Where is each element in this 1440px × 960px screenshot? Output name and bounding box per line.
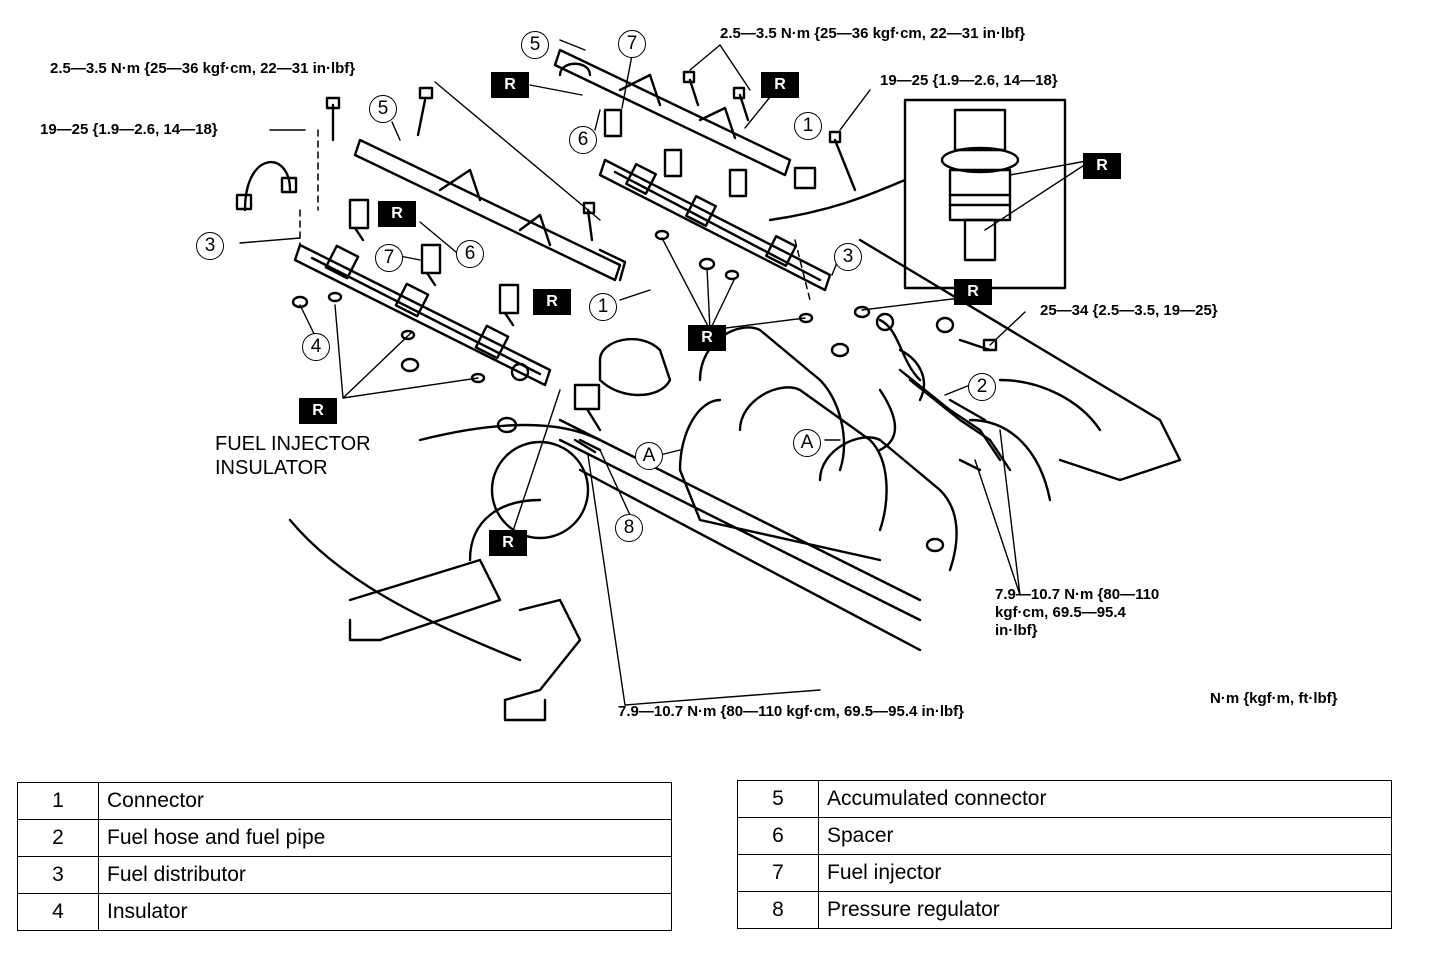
callout-3-left: 3 [196,232,224,260]
callout-7-right: 7 [618,30,646,58]
intake-manifold [678,238,1182,572]
connector-mark-a-left: A [635,442,663,470]
replace-marker: R [688,325,726,351]
replace-marker: R [533,289,571,315]
legend-part-name: Connector [98,782,672,820]
callout-6-right: 6 [569,126,597,154]
callout-7-left: 7 [375,244,403,272]
legend-part-name: Spacer [818,817,1392,855]
replace-marker: R [299,398,337,424]
callout-5-left: 5 [369,95,397,123]
legend-number: 7 [737,854,819,892]
legend-number: 5 [737,780,819,818]
replace-marker: R [1083,153,1121,179]
legend-number: 3 [17,856,99,894]
engine-body [288,337,922,722]
bolts [325,70,998,472]
torque-label-right-bolt: 19—25 {1.9—2.6, 14—18} [880,72,1058,89]
legend-number: 8 [737,891,819,929]
legend-part-name: Insulator [98,893,672,931]
legend-number: 4 [17,893,99,931]
callout-5-right: 5 [521,31,549,59]
fuel-system-exploded-diagram [235,39,1182,722]
right-injectors [558,62,817,198]
right-fuel-rail [598,158,832,292]
right-accumulated-connector [553,48,792,177]
torque-label-top-right: 2.5—3.5 N·m {25—36 kgf·cm, 22—31 in·lbf} [720,25,1026,42]
left-fuel-rail [293,243,552,387]
fuel-hoses [878,318,1012,472]
connector-mark-a-right: A [793,429,821,457]
replace-marker: R [761,72,799,98]
torque-units-label: N·m {kgf·m, ft·lbf} [1210,690,1338,707]
torque-label-bottom: 7.9—10.7 N·m {80—110 kgf·cm, 69.5—95.4 i… [618,703,964,720]
torque-label-lower-right: 7.9—10.7 N·m {80—110 kgf·cm, 69.5—95.4 i… [995,586,1160,639]
legend-number: 1 [17,782,99,820]
bolt-axes [299,129,811,301]
callout-2: 2 [968,373,996,401]
callout-3-right: 3 [834,243,862,271]
pressure-regulator [573,383,602,452]
callout-6-left: 6 [456,240,484,268]
callout-1-right: 1 [794,112,822,140]
callout-4: 4 [302,333,330,361]
legend-number: 2 [17,819,99,857]
replace-marker: R [378,201,416,227]
torque-label-manifold: 25—34 {2.5—3.5, 19—25} [1040,302,1218,319]
left-injectors [235,160,520,327]
replace-marker: R [954,279,992,305]
torque-label-top-left: 2.5—3.5 N·m {25—36 kgf·cm, 22—31 in·lbf} [50,60,356,77]
fuel-injector-insulator-label: FUEL INJECTOR INSULATOR [215,433,371,479]
legend-part-name: Fuel hose and fuel pipe [98,819,672,857]
injector-detail-box [768,98,1067,290]
left-accumulated-connector [353,138,627,282]
callout-1-left: 1 [589,293,617,321]
legend-number: 6 [737,817,819,855]
legend-part-name: Pressure regulator [818,891,1392,929]
leader-lines [239,39,1093,706]
torque-label-left-bolt: 19—25 {1.9—2.6, 14—18} [40,121,218,138]
legend-part-name: Fuel injector [818,854,1392,892]
callout-8: 8 [615,514,643,542]
legend-part-name: Accumulated connector [818,780,1392,818]
legend-part-name: Fuel distributor [98,856,672,894]
replace-marker: R [491,72,529,98]
replace-marker: R [489,530,527,556]
